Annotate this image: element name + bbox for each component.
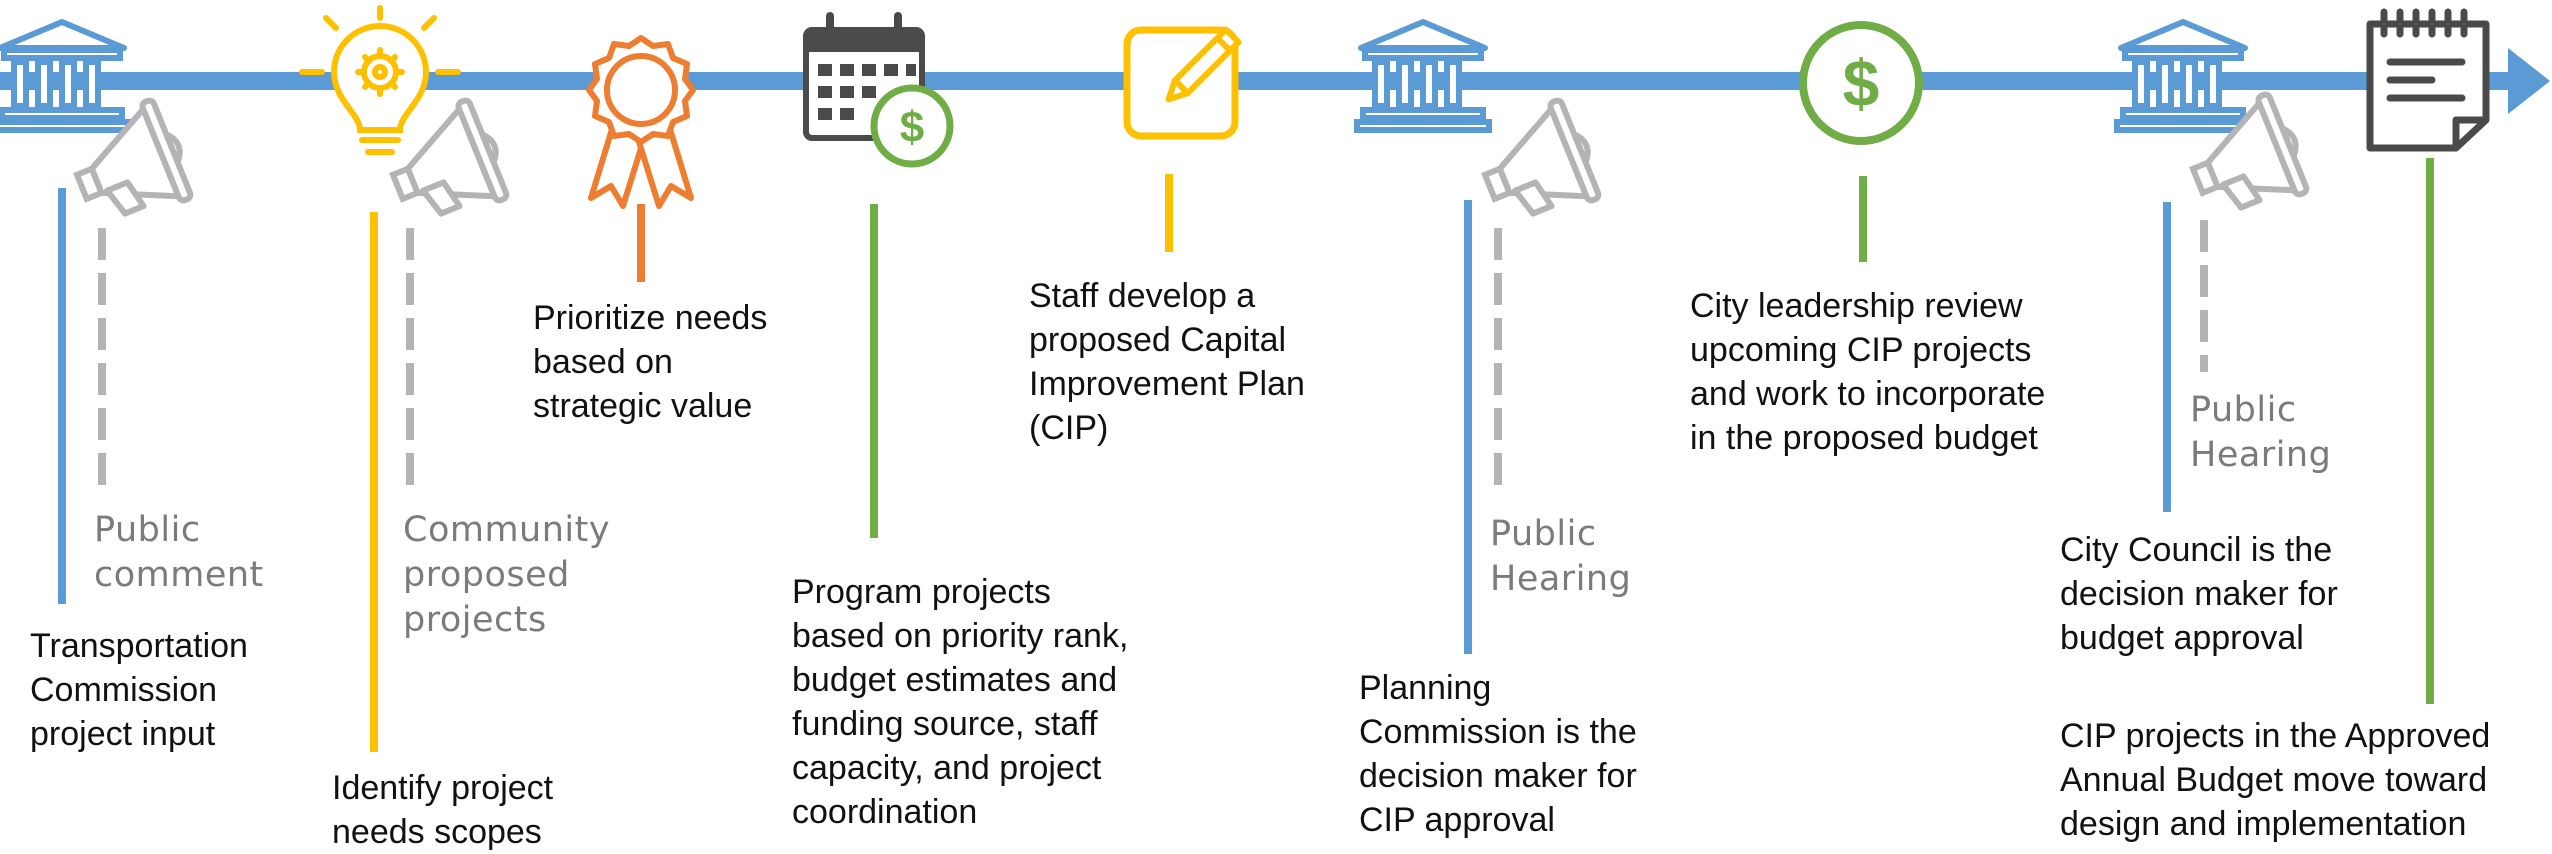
timeline-arrow-head [2508, 48, 2550, 114]
transportation-commission-label: Transportation Commission project input [30, 627, 248, 753]
community-proposed-label: Community proposed projects [403, 510, 611, 640]
dollar-sign-text: $ [1843, 46, 1880, 120]
cip-approved-label: CIP projects in the Approved Annual Budg… [2060, 717, 2491, 843]
lightbulb-gear-icon [299, 5, 461, 155]
identify-needs-label: Identify project needs scopes [332, 769, 554, 851]
prioritize-needs-label: Prioritize needs based on strategic valu… [533, 299, 768, 425]
public-comment-label: Public comment [94, 510, 264, 595]
public-hearing-planning-label: Public Hearing [1490, 514, 1632, 599]
megaphone-icon [1469, 96, 1606, 234]
pencil-edit-icon [1123, 26, 1242, 140]
public-hearing-council-label: Public Hearing [2190, 390, 2332, 475]
dollar-sign-text: $ [900, 103, 924, 152]
calendar-dollar-icon: $ [803, 12, 954, 168]
city-council-label: City Council is the decision maker for b… [2060, 531, 2338, 657]
staff-develop-label: Staff develop a proposed Capital Improve… [1029, 277, 1305, 447]
city-leadership-label: City leadership review upcoming CIP proj… [1690, 287, 2046, 457]
award-ribbon-icon [586, 35, 696, 209]
dollar-circle-icon: $ [1799, 21, 1923, 145]
planning-commission-label: Planning Commission is the decision make… [1359, 669, 1637, 839]
program-projects-label: Program projects based on priority rank,… [792, 573, 1129, 831]
notepad-icon [2366, 8, 2490, 152]
